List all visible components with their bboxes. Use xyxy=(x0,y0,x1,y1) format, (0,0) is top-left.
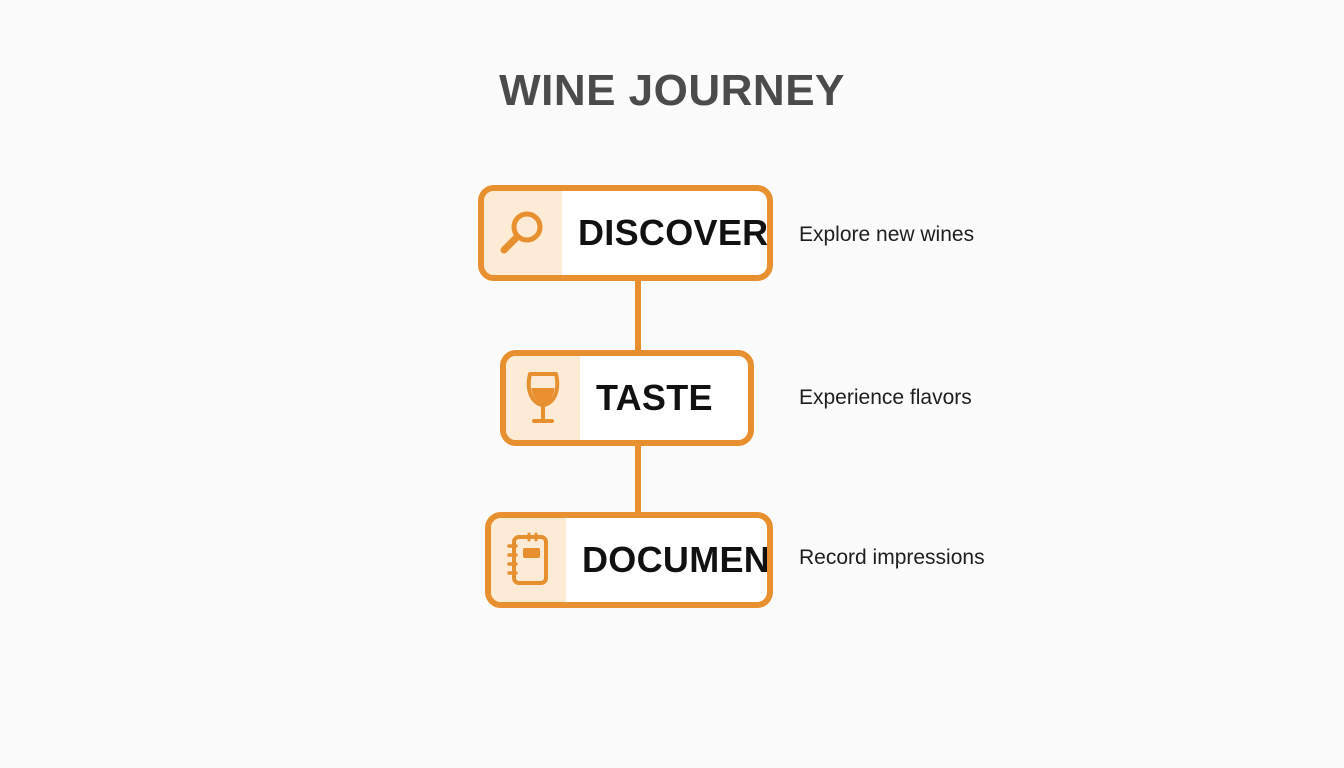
step-icon-panel xyxy=(506,356,580,440)
step-description: Experience flavors xyxy=(799,386,972,409)
step-discover: DISCOVER xyxy=(478,185,773,281)
step-icon-panel xyxy=(484,191,562,275)
notebook-icon xyxy=(506,532,548,585)
connector-taste-document xyxy=(635,440,641,518)
step-label: TASTE xyxy=(596,377,713,418)
step-label: DISCOVER xyxy=(578,212,769,253)
wine-glass-icon xyxy=(526,372,560,423)
step-taste: TASTE xyxy=(500,350,754,446)
step-icon-panel xyxy=(491,518,566,602)
step-description: Explore new wines xyxy=(799,223,975,246)
step-description: Record impressions xyxy=(799,546,985,569)
magnifying-glass-icon xyxy=(500,211,543,254)
step-document: DOCUMENT xyxy=(485,512,773,608)
diagram-title: WINE JOURNEY xyxy=(499,66,845,115)
step-label: DOCUMENT xyxy=(582,539,773,580)
connector-discover-taste xyxy=(635,276,641,356)
